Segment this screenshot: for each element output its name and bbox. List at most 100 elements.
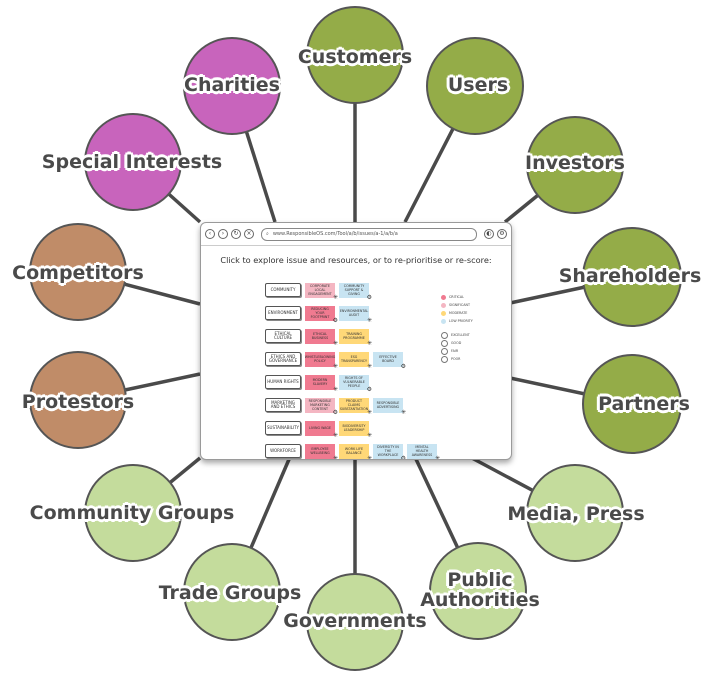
issue-card[interactable]: WHISTLEBLOWING POLICY✳ [304,351,338,369]
issue-card[interactable]: COMMUNITY SUPPORT & GIVING⚙ [339,282,372,301]
stakeholder-protestors-circle [29,351,127,449]
issue-category[interactable]: HUMAN RIGHTS [265,375,301,389]
issue-card[interactable]: MODERN SLAVERY✳ [305,374,338,392]
issue-row: MARKETING AND ETHICS RESPONSIBLE MARKETIN… [265,395,406,416]
stakeholder-trade-groups-label: Trade Groups [158,582,302,604]
issue-card[interactable]: LIVING WAGE✳ [305,420,338,439]
score-icon: ✳ [332,431,338,439]
stakeholder-competitors-circle [29,223,127,321]
score-icon: ⚙ [400,454,406,460]
issue-card[interactable]: RIGHTS OF VULNERABLE PEOPLE⚙ [339,374,372,392]
legend-label: CRITICAL [449,295,464,299]
issue-card[interactable]: CORPORATE LOCAL ENGAGEMENT✳ [305,282,338,300]
stakeholder-customers-circle [306,6,404,104]
stakeholder-competitors-label: Competitors [12,262,144,284]
priority-dot-icon [441,302,446,308]
stakeholder-investors-label: Investors [525,152,625,174]
stakeholder-governments-circle [306,573,404,671]
issue-card[interactable]: ETHICAL BUSINESS✳ [305,328,338,346]
issue-category[interactable]: SUSTAINABILITY [265,421,301,435]
issue-card-label: ETHICAL BUSINESS [311,332,329,340]
stakeholder-users-label: Users [447,74,509,96]
issue-card[interactable]: WORK LIFE BALANCE✳ [339,443,372,459]
issue-card[interactable]: REDUCING YOUR FOOTPRINT⚙ [305,305,338,324]
stakeholder-partners-circle [582,354,682,454]
issue-card[interactable]: BIODIVERSITY LEADERSHIP✳ [339,420,372,438]
back-icon[interactable]: ‹ [205,229,215,239]
forward-icon[interactable]: › [218,229,228,239]
stakeholder-shareholders-label: Shareholders [558,265,702,287]
share-icon[interactable]: ◐ [484,229,494,239]
stakeholder-charities-circle [183,37,281,135]
score-icon: ✳ [434,454,440,460]
issue-card-label: REDUCING YOUR FOOTPRINT [310,307,330,319]
score-icon [441,339,448,347]
issue-row: ENVIRONMENT REDUCING YOUR FOOTPRINT⚙ENVIR… [265,303,372,324]
issue-category[interactable]: COMMUNITY [265,283,301,297]
issue-card-label: RESPONSIBLE MARKETING CONTENT [308,399,332,411]
score-icon: ⚙ [332,316,338,324]
address-bar[interactable]: ⌕ www.ResponsibleOS.com/Tool/a/b/issues/… [261,227,477,241]
priority-dot-icon [441,310,446,316]
issue-card-label: PRODUCT CLAIMS SUBSTANTIATION [339,399,369,411]
score-icon: ⚙ [400,362,406,370]
legend-label: LOW PRIORITY [449,319,473,323]
issue-card-label: TRAINING PROGRAMME [343,332,365,340]
issue-card[interactable]: RESPONSIBLE MARKETING CONTENT⚙ [305,397,338,416]
stakeholder-community-groups-circle [84,464,182,562]
stakeholder-media-label: Media, Press [507,503,645,525]
stakeholder-public-authorities-label: Public Authorities [420,569,540,611]
issue-card[interactable]: EFFECTIVE BOARD⚙ [373,351,406,370]
score-icon: ⚙ [366,293,372,301]
issue-category[interactable]: ENVIRONMENT [265,306,301,320]
issue-card[interactable]: ENVIRONMENTAL AUDIT✳ [339,305,372,323]
stakeholder-partners-label: Partners [598,393,690,415]
stakeholder-charities-label: Charities [184,74,280,96]
settings-icon[interactable]: ⚙ [497,229,507,239]
close-icon[interactable]: × [244,229,254,239]
issue-card-label: WHISTLEBLOWING POLICY [304,355,336,363]
legend-item: MODERATE [441,309,473,317]
issue-card-label: DIVERSITY IN THE WORKPLACE [377,445,399,457]
issue-card[interactable]: EMPLOYEE WELLBEING✳ [305,443,338,459]
issue-card-label: LIVING WAGE [308,426,332,430]
stakeholder-customers-label: Customers [297,46,413,68]
issue-category[interactable]: WORKFORCE [265,444,301,458]
issue-card-label: COMMUNITY SUPPORT & GIVING [343,284,365,296]
url-text: www.ResponsibleOS.com/Tool/a/b/issues/a-… [272,231,398,237]
issue-card[interactable]: ESG TRANSPARENCY✳ [339,351,372,369]
reload-icon[interactable]: ↻ [231,229,241,239]
browser-window: ‹ › ↻ × ⌕ www.ResponsibleOS.com/Tool/a/b… [200,222,512,460]
score-icon: ⚙ [332,408,338,416]
stakeholder-community-groups-label: Community Groups [29,502,235,524]
issue-card-label: RESPONSIBLE ADVERTISING [376,401,400,409]
issue-card-label: MODERN SLAVERY [312,378,328,386]
issue-card[interactable]: MENTAL HEALTH AWARENESS✳ [407,443,440,460]
stakeholder-special-interests-circle [84,113,182,211]
issue-card-label: EMPLOYEE WELLBEING [310,447,330,455]
issue-card-label: MENTAL HEALTH AWARENESS [411,445,433,457]
search-icon: ⌕ [266,231,269,237]
issue-category[interactable]: MARKETING AND ETHICS [265,398,301,412]
issue-category[interactable]: ETHICS AND GOVERNANCE [265,352,301,366]
score-icon: ✳ [400,408,406,416]
stakeholder-investors-circle [526,116,624,214]
legend-item: GOOD [441,339,473,347]
issue-card-label: RIGHTS OF VULNERABLE PEOPLE [343,376,365,388]
stakeholder-governments-label: Governments [283,610,427,632]
issue-card[interactable]: TRAINING PROGRAMME✳ [339,328,372,346]
issue-card[interactable]: DIVERSITY IN THE WORKPLACE⚙ [373,443,406,460]
score-icon [441,331,448,339]
issue-card-label: BIODIVERSITY LEADERSHIP [342,424,366,432]
legend-item: EXCELLENT [441,331,473,339]
issue-category[interactable]: ETHICAL CULTURE [265,329,301,343]
legend-label: MODERATE [449,311,468,315]
issue-card-label: CORPORATE LOCAL ENGAGEMENT [308,284,332,296]
issue-card[interactable]: PRODUCT CLAIMS SUBSTANTIATION✳ [339,397,372,415]
issue-card-label: ENVIRONMENTAL AUDIT [339,309,369,317]
issue-card[interactable]: RESPONSIBLE ADVERTISING✳ [373,397,406,416]
